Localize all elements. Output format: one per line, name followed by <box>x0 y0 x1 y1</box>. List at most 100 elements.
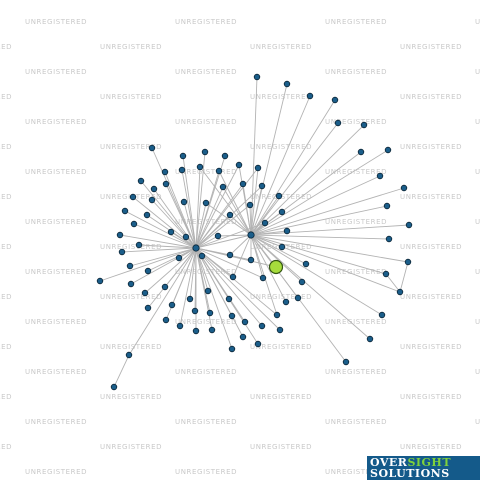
watermark-text: UNREGISTERED <box>0 393 12 401</box>
watermark-text: UNREGISTERED <box>325 468 387 476</box>
graph-node <box>226 251 234 259</box>
watermark-text: UNREGISTERED <box>325 168 387 176</box>
graph-edge <box>195 247 209 292</box>
graph-node <box>283 80 291 88</box>
graph-node <box>278 243 286 251</box>
graph-node <box>127 280 135 288</box>
graph-edge <box>195 235 219 249</box>
graph-edge <box>144 247 197 294</box>
watermark-text: UNREGISTERED <box>400 193 462 201</box>
graph-edge <box>217 234 252 237</box>
graph-edge <box>195 247 233 317</box>
graph-node <box>204 287 212 295</box>
graph-node <box>360 121 368 129</box>
graph-node <box>228 345 236 353</box>
watermark-text: UNREGISTERED <box>175 168 237 176</box>
watermark-text: UNREGISTERED <box>325 368 387 376</box>
graph-edge <box>195 164 240 249</box>
watermark-text: UNREGISTERED <box>325 118 387 126</box>
watermark-text: UNREGISTERED <box>175 218 237 226</box>
watermark-text: UNREGISTERED <box>0 443 12 451</box>
graph-node <box>176 322 184 330</box>
graph-node <box>331 96 339 104</box>
graph-edge <box>250 205 388 236</box>
graph-node <box>275 192 283 200</box>
graph-node <box>161 168 169 176</box>
logo-text-sight: SIGHT <box>407 456 452 469</box>
graph-node <box>258 182 266 190</box>
graph-edge <box>129 247 197 267</box>
graph-node <box>201 148 209 156</box>
graph-edge <box>99 247 197 282</box>
watermark-text: UNREGISTERED <box>400 93 462 101</box>
watermark-text: UNREGISTERED <box>475 168 480 176</box>
graph-edge <box>250 234 409 263</box>
graph-node <box>125 351 133 359</box>
watermark-text: UNREGISTERED <box>0 93 12 101</box>
watermark-text: UNREGISTERED <box>25 318 87 326</box>
graph-edge <box>195 183 244 249</box>
graph-edge <box>250 234 383 316</box>
graph-node <box>366 335 374 343</box>
watermark-text: UNREGISTERED <box>25 368 87 376</box>
graph-edge <box>205 202 252 236</box>
graph-node <box>192 327 200 335</box>
graph-edge <box>121 247 197 253</box>
graph-edge <box>250 234 371 340</box>
graph-edge <box>147 247 197 272</box>
watermark-text: UNREGISTERED <box>100 243 162 251</box>
graph-edge <box>133 223 197 249</box>
watermark-text: UNREGISTERED <box>475 318 480 326</box>
graph-edge <box>181 169 197 249</box>
watermark-text: UNREGISTERED <box>100 393 162 401</box>
graph-edge <box>195 247 281 331</box>
graph-edge <box>385 273 401 293</box>
graph-edge <box>250 234 390 240</box>
graph-edge <box>189 247 197 300</box>
graph-edge <box>124 210 197 249</box>
watermark-text: UNREGISTERED <box>25 68 87 76</box>
logo-text-solutions: SOLUTIONS <box>370 467 450 480</box>
graph-edge <box>250 167 259 236</box>
watermark-text: UNREGISTERED <box>100 43 162 51</box>
graph-edge <box>195 247 263 327</box>
watermark-text: UNREGISTERED <box>175 468 237 476</box>
watermark-text: UNREGISTERED <box>475 418 480 426</box>
graph-edge <box>182 155 197 249</box>
graph-node <box>206 309 214 317</box>
graph-edge <box>250 95 311 236</box>
graph-node <box>278 208 286 216</box>
graph-edge <box>195 247 211 314</box>
graph-edge <box>250 122 339 236</box>
graph-edge <box>195 247 233 350</box>
graph-edge <box>170 231 197 249</box>
graph-edge <box>250 76 258 236</box>
graph-node <box>191 307 199 315</box>
hub-node <box>192 244 200 252</box>
watermark-text: UNREGISTERED <box>250 343 312 351</box>
graph-node <box>137 177 145 185</box>
graph-edge <box>222 186 252 236</box>
focus-node <box>268 259 284 275</box>
graph-node <box>382 270 390 278</box>
watermark-text: UNREGISTERED <box>400 143 462 151</box>
watermark-text: UNREGISTERED <box>250 443 312 451</box>
graph-node <box>302 260 310 268</box>
graph-edge <box>195 151 206 249</box>
graph-node <box>228 312 236 320</box>
graph-edge <box>138 244 197 249</box>
graph-edge <box>119 234 197 249</box>
graph-edge <box>194 247 197 312</box>
graph-edge <box>195 202 207 249</box>
graph-node <box>186 295 194 303</box>
graph-node <box>141 289 149 297</box>
hub-node <box>247 231 255 239</box>
graph-edge <box>250 185 263 236</box>
graph-node <box>273 311 281 319</box>
graph-node <box>143 211 151 219</box>
graph-edge <box>250 175 381 236</box>
watermark-text: UNREGISTERED <box>325 68 387 76</box>
graph-node <box>135 241 143 249</box>
watermark-text: UNREGISTERED <box>0 43 12 51</box>
